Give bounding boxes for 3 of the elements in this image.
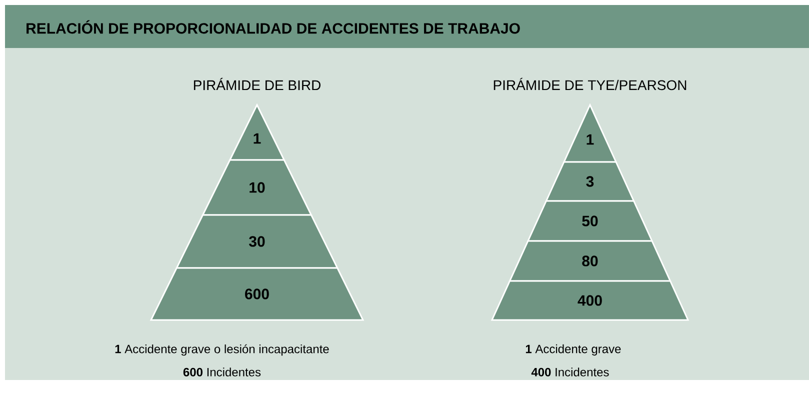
caption-text: 600 Incidentes <box>183 368 261 376</box>
caption-text: 400 Incidentes <box>531 368 609 376</box>
title-banner: RELACIÓN DE PROPORCIONALIDAD DE ACCIDENTES DE TRABAJO <box>5 5 809 48</box>
